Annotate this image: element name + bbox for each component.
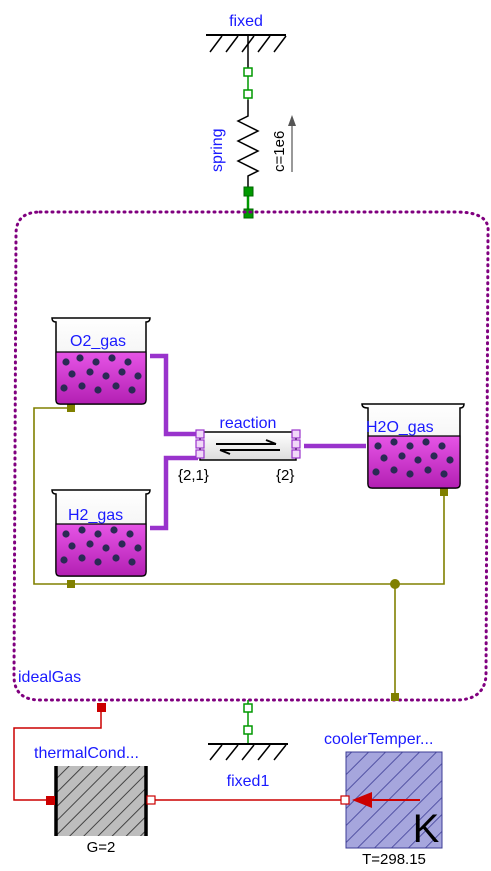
h2o-liquid xyxy=(367,435,461,489)
gas-bottom-flange-port[interactable] xyxy=(243,703,253,713)
cooler-param: T=298.15 xyxy=(362,851,426,868)
h2-gas-component[interactable]: H2_gas xyxy=(51,489,151,577)
h2-particles xyxy=(60,526,142,566)
spring-gas-connection xyxy=(243,186,254,219)
heat-bus-junction xyxy=(390,579,400,589)
h2-label: H2_gas xyxy=(68,507,123,524)
thermal-port-a[interactable] xyxy=(46,796,55,805)
fixed-flange-port[interactable] xyxy=(243,67,253,77)
gas-heat-port[interactable] xyxy=(391,693,399,701)
thermal-port-b[interactable] xyxy=(146,795,156,805)
ideal-gas-label: idealGas xyxy=(18,669,81,686)
h2o-label: H2O_gas xyxy=(366,419,434,436)
reaction-body xyxy=(199,431,297,461)
h2o-heat-port[interactable] xyxy=(440,488,448,496)
spring-label: spring xyxy=(209,128,226,172)
reaction-left-ports-label: {2,1} xyxy=(178,467,209,484)
fixed-label: fixed xyxy=(229,13,263,30)
cooler-unit-icon: K xyxy=(413,807,440,851)
fixed1-label: fixed1 xyxy=(227,773,270,790)
cooler-arrow-icon xyxy=(352,792,372,808)
fixed1-component[interactable]: fixed1 xyxy=(208,700,288,790)
o2-gas-component[interactable]: O2_gas xyxy=(51,317,151,405)
spring-coil xyxy=(236,100,260,190)
o2-label: O2_gas xyxy=(70,333,126,350)
o2-liquid xyxy=(55,351,147,405)
reaction-right-ports-label: {2} xyxy=(276,467,294,484)
ideal-gas-boundary[interactable] xyxy=(12,210,490,702)
h2o-particles xyxy=(372,438,454,478)
gas-top-flange-port[interactable] xyxy=(243,208,254,219)
cooler-port[interactable] xyxy=(340,795,350,805)
spring-arrow-head xyxy=(288,115,296,126)
fixed1-flange-port[interactable] xyxy=(243,725,253,735)
gas-heat-red-port[interactable] xyxy=(97,703,106,712)
thermal-conductor-component[interactable]: thermalCond... G=2 xyxy=(34,745,156,856)
reaction-arrows-icon xyxy=(216,439,280,455)
h2o-gas-component[interactable]: H2O_gas xyxy=(361,403,465,489)
cooler-temperature-component[interactable]: coolerTemper... K T=298.15 xyxy=(324,731,443,868)
fixed1-hatch xyxy=(209,744,287,761)
thermal-conductor-body xyxy=(56,766,146,836)
fixed-spring-connection xyxy=(243,67,253,100)
thermal-conductor-param: G=2 xyxy=(87,839,116,856)
h2-heat-port[interactable] xyxy=(67,580,75,588)
substance-connections xyxy=(150,353,366,531)
reaction-component[interactable]: reaction {2,1} {2} xyxy=(178,415,301,484)
o2-particles xyxy=(60,354,142,394)
reaction-left-ports[interactable] xyxy=(195,429,205,459)
spring-flange-a-port[interactable] xyxy=(243,89,253,99)
fixed-hatch xyxy=(209,35,287,53)
o2-heat-port[interactable] xyxy=(67,404,75,412)
h2-liquid xyxy=(55,523,147,577)
thermal-connections xyxy=(13,707,345,801)
cooler-label: coolerTemper... xyxy=(324,731,433,748)
spring-component[interactable]: spring c=1e6 xyxy=(209,100,296,190)
thermal-conductor-label: thermalCond... xyxy=(34,745,139,762)
fixed-component[interactable]: fixed xyxy=(206,13,287,68)
spring-param: c=1e6 xyxy=(271,131,288,172)
reaction-right-ports[interactable] xyxy=(291,429,301,459)
spring-flange-b-port[interactable] xyxy=(243,186,254,197)
reaction-label: reaction xyxy=(220,415,277,432)
